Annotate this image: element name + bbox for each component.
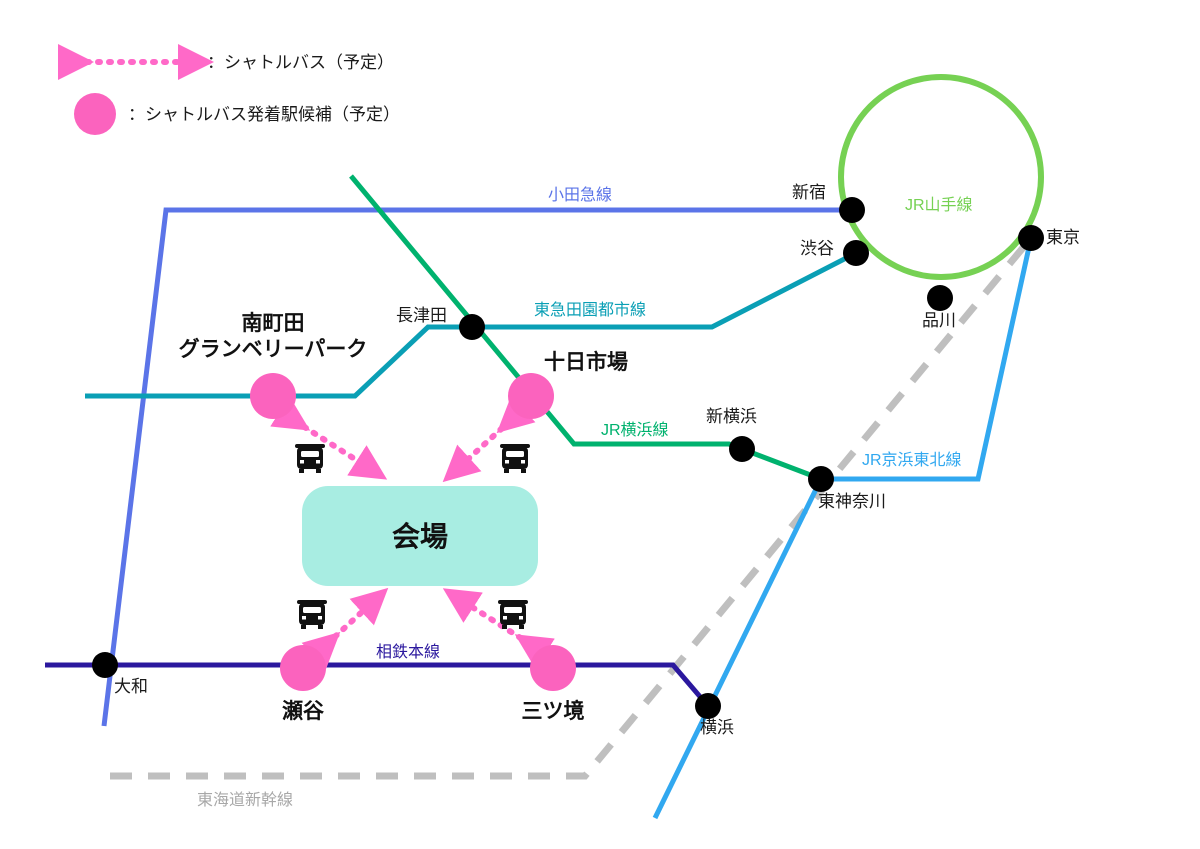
shuttle-station-label-mitsukyo: 三ツ境 [521, 700, 585, 723]
station-dot-minamimachida [250, 373, 296, 419]
legend-shuttle-bus-label: ：シャトルバス（予定） [207, 53, 394, 72]
station-dot-tokyo [1018, 225, 1044, 251]
station-dot-tokaichiba [508, 373, 554, 419]
venue-box [302, 486, 538, 586]
shuttle-arrow-seya [301, 587, 389, 670]
line-jr-yamanote [838, 74, 1044, 280]
station-label-yamato: 大和 [114, 677, 148, 696]
line-label-jr-yamanote: JR山手線 [905, 197, 973, 214]
station-dot-yamato [92, 652, 118, 678]
station-label-shinagawa: 品川 [922, 311, 956, 330]
station-label-higashi-kanagawa: 東神奈川 [818, 492, 886, 511]
station-dot-shinjuku [839, 197, 865, 223]
shuttle-station-label-minamimachida-line1: 南町田 [241, 312, 305, 335]
bus-icon-top-right [500, 444, 530, 473]
station-dot-yokohama [695, 693, 721, 719]
bus-icon-bottom-left [297, 600, 327, 629]
bus-icon-top-left [295, 444, 325, 473]
shuttle-station-dots [250, 373, 576, 691]
line-jr-yokohama [349, 174, 822, 482]
venue-label: 会場 [391, 521, 448, 552]
station-dot-nagatsuta [459, 314, 485, 340]
station-label-yokohama: 横浜 [700, 718, 734, 737]
station-label-shibuya: 渋谷 [800, 239, 834, 258]
station-dot-mitsukyo [530, 645, 576, 691]
shuttle-arrows [270, 395, 555, 670]
station-dots [92, 197, 1044, 719]
shuttle-arrow-tokaichiba [442, 395, 536, 483]
station-label-shin-yokohama: 新横浜 [706, 407, 757, 426]
station-dot-higashi-kanagawa [808, 466, 834, 492]
station-label-shinjuku: 新宿 [792, 183, 826, 202]
line-label-denentoshi: 東急田園都市線 [534, 302, 647, 319]
station-dot-shin-yokohama [729, 436, 755, 462]
shuttle-station-label-minamimachida: 南町田 グランベリーパーク [138, 311, 408, 364]
line-label-odakyu: 小田急線 [548, 187, 613, 204]
legend-shuttle-station-label: ：シャトルバス発着駅候補（予定） [128, 105, 400, 124]
line-jr-keihin-tohoku [652, 237, 1034, 820]
shuttle-station-label-tokaichiba: 十日市場 [544, 351, 628, 374]
line-odakyu [101, 207, 852, 727]
station-dot-shinagawa [927, 285, 953, 311]
line-tokaido-shinkansen [110, 235, 1034, 780]
line-label-sotetsu: 相鉄本線 [376, 644, 441, 661]
line-label-jr-keihin-tohoku: JR京浜東北線 [862, 452, 962, 469]
station-dot-shibuya [843, 240, 869, 266]
shuttle-station-label-minamimachida-line2: グランベリーパーク [178, 338, 368, 362]
line-label-tokaido-shinkansen: 東海道新幹線 [197, 792, 294, 809]
legend-graphics [58, 44, 214, 135]
shuttle-arrow-minamimachida [270, 396, 388, 480]
station-label-tokyo: 東京 [1046, 228, 1080, 247]
station-dot-seya [280, 645, 326, 691]
bus-icons [295, 444, 530, 629]
line-sotetsu-main [45, 662, 710, 708]
legend-station-dot [74, 93, 116, 135]
shuttle-station-label-seya: 瀬谷 [282, 700, 324, 723]
line-label-jr-yokohama: JR横浜線 [601, 422, 669, 439]
shuttle-arrow-mitsukyo [442, 588, 555, 669]
station-label-nagatsuta: 長津田 [396, 306, 447, 325]
bus-icon-bottom-right [498, 600, 528, 629]
